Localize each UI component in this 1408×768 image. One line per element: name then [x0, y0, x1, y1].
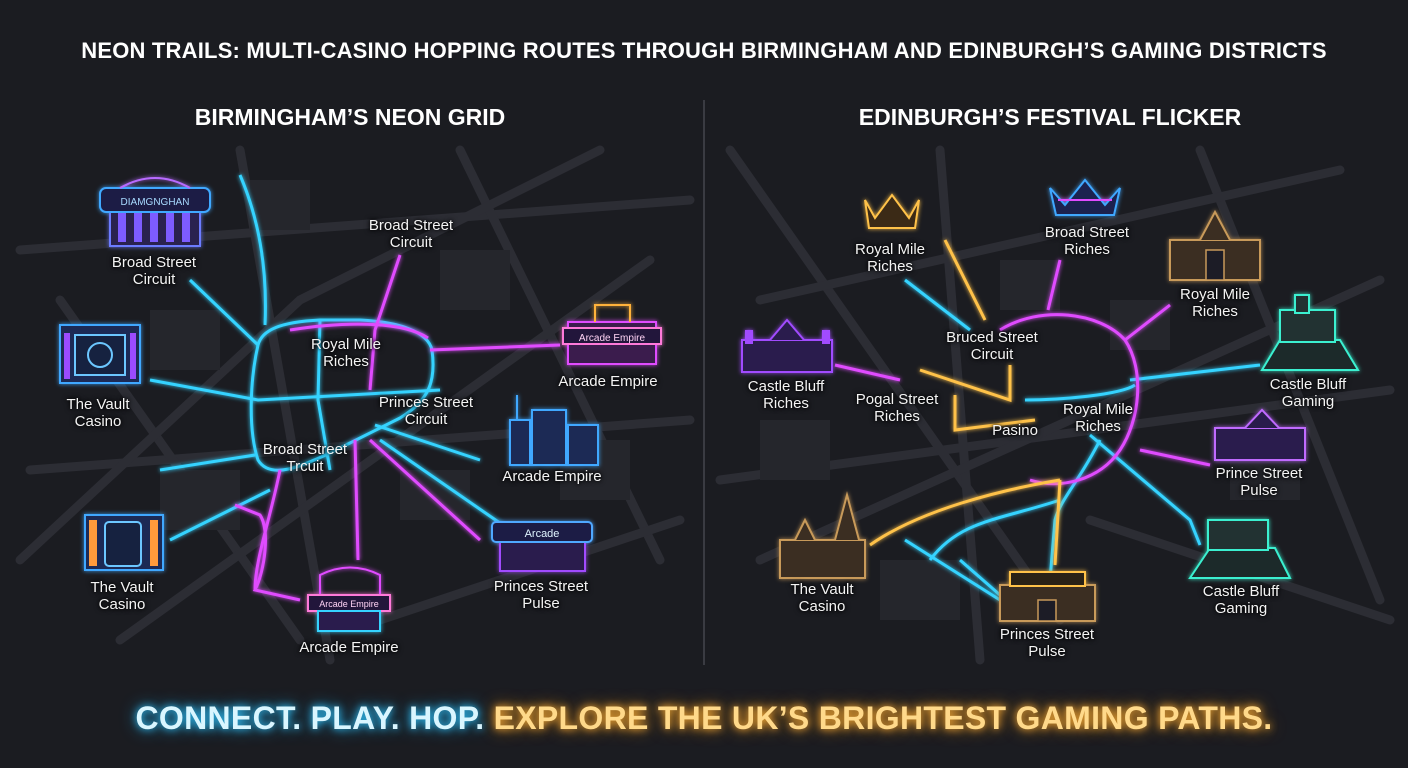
edinburgh-label-royal-mile-2: Royal Mile Riches: [1179, 286, 1251, 320]
birmingham-label-princes-pulse: Princes Street Pulse: [493, 578, 589, 612]
edinburgh-streets: [715, 145, 1395, 665]
edinburgh-label-pasino: Pasino: [992, 422, 1038, 439]
tagline-part-2: EXPLORE THE UK’S BRIGHTEST GAMING PATHS.: [493, 700, 1273, 736]
edinburgh-label-royal-mile-1: Royal Mile Riches: [854, 241, 926, 275]
birmingham-cyan-routes: [149, 174, 511, 542]
edinburgh-label-vault: The Vault Casino: [790, 581, 854, 615]
edinburgh-crown-icon-neon: [1049, 178, 1121, 216]
birmingham-arcade-sign-1: Arcade Empire: [579, 333, 646, 344]
edinburgh-crown-icon-gold: [864, 193, 920, 229]
birmingham-magenta-routes: [234, 254, 561, 602]
edinburgh-label-royal-mile-3: Royal Mile Riches: [1062, 401, 1134, 435]
birmingham-label-vault-2: The Vault Casino: [90, 579, 154, 613]
birmingham-arcade-sign-3: Arcade Empire: [319, 599, 379, 609]
birmingham-label-broad-street-3: Broad Street Trcuit: [262, 441, 348, 475]
birmingham-skyline-icon: [509, 395, 599, 466]
birmingham-casino-sign-1: DIAMGNGHAN: [121, 197, 190, 208]
edinburgh-label-bruced-street: Bruced Street Circuit: [946, 329, 1038, 363]
edinburgh-label-princes-pulse: Princes Street Pulse: [999, 626, 1095, 660]
birmingham-casino-icon-1: DIAMGNGHAN: [99, 177, 211, 247]
edinburgh-cathedral-icon-1: [1169, 209, 1261, 281]
page-title: NEON TRAILS: MULTI-CASINO HOPPING ROUTES…: [81, 38, 1327, 63]
edinburgh-castle-icon-1: [1260, 294, 1360, 371]
edinburgh-hall-icon: [999, 571, 1096, 622]
birmingham-label-vault-1: The Vault Casino: [66, 396, 130, 430]
edinburgh-castle-icon-2: [1188, 519, 1292, 579]
birmingham-arcade-icon-1: Arcade Empire: [562, 304, 662, 365]
tagline-part-1: CONNECT. PLAY. HOP.: [135, 700, 485, 736]
edinburgh-magenta-routes: [834, 259, 1211, 486]
birmingham-label-princes-street: Princes Street Circuit: [378, 394, 474, 428]
birmingham-label-arcade-1: Arcade Empire: [558, 373, 658, 390]
birmingham-arcade-icon-3: Arcade Empire: [307, 566, 391, 632]
edinburgh-cathedral-icon-2: [779, 491, 866, 579]
edinburgh-label-pogal-street: Pogal Street Riches: [855, 391, 939, 425]
birmingham-vault-icon-1: [59, 324, 141, 384]
birmingham-arcade-sign-2: Arcade: [525, 528, 560, 540]
edinburgh-label-castle-bluff-1: Castle Bluff Riches: [747, 378, 825, 412]
edinburgh-heading: EDINBURGH’S FESTIVAL FLICKER: [858, 104, 1242, 130]
edinburgh-gold-routes: [869, 239, 1062, 566]
edinburgh-label-prince-street: Prince Street Pulse: [1215, 465, 1303, 499]
edinburgh-palace-icon-2: [1214, 408, 1306, 461]
birmingham-heading: BIRMINGHAM’S NEON GRID: [194, 104, 506, 130]
edinburgh-blocks: [760, 260, 1300, 620]
map-divider: [703, 100, 705, 665]
birmingham-label-arcade-3: Arcade Empire: [299, 639, 399, 656]
edinburgh-label-castle-bluff-3: Castle Bluff Gaming: [1202, 583, 1280, 617]
birmingham-label-arcade-2: Arcade Empire: [502, 468, 602, 485]
birmingham-label-broad-street-1: Broad Street Circuit: [111, 254, 197, 288]
edinburgh-palace-icon-1: [741, 318, 833, 373]
edinburgh-label-broad-street: Broad Street Riches: [1044, 224, 1130, 258]
birmingham-arcade-icon-2: Arcade: [491, 521, 593, 572]
birmingham-label-broad-street-2: Broad Street Circuit: [368, 217, 454, 251]
birmingham-vault-icon-2: [84, 514, 164, 571]
edinburgh-cyan-routes: [904, 278, 1261, 602]
tagline: CONNECT. PLAY. HOP. EXPLORE THE UK’S BRI…: [0, 700, 1408, 737]
edinburgh-label-castle-bluff-2: Castle Bluff Gaming: [1269, 376, 1347, 410]
birmingham-label-royal-mile: Royal Mile Riches: [310, 336, 382, 370]
